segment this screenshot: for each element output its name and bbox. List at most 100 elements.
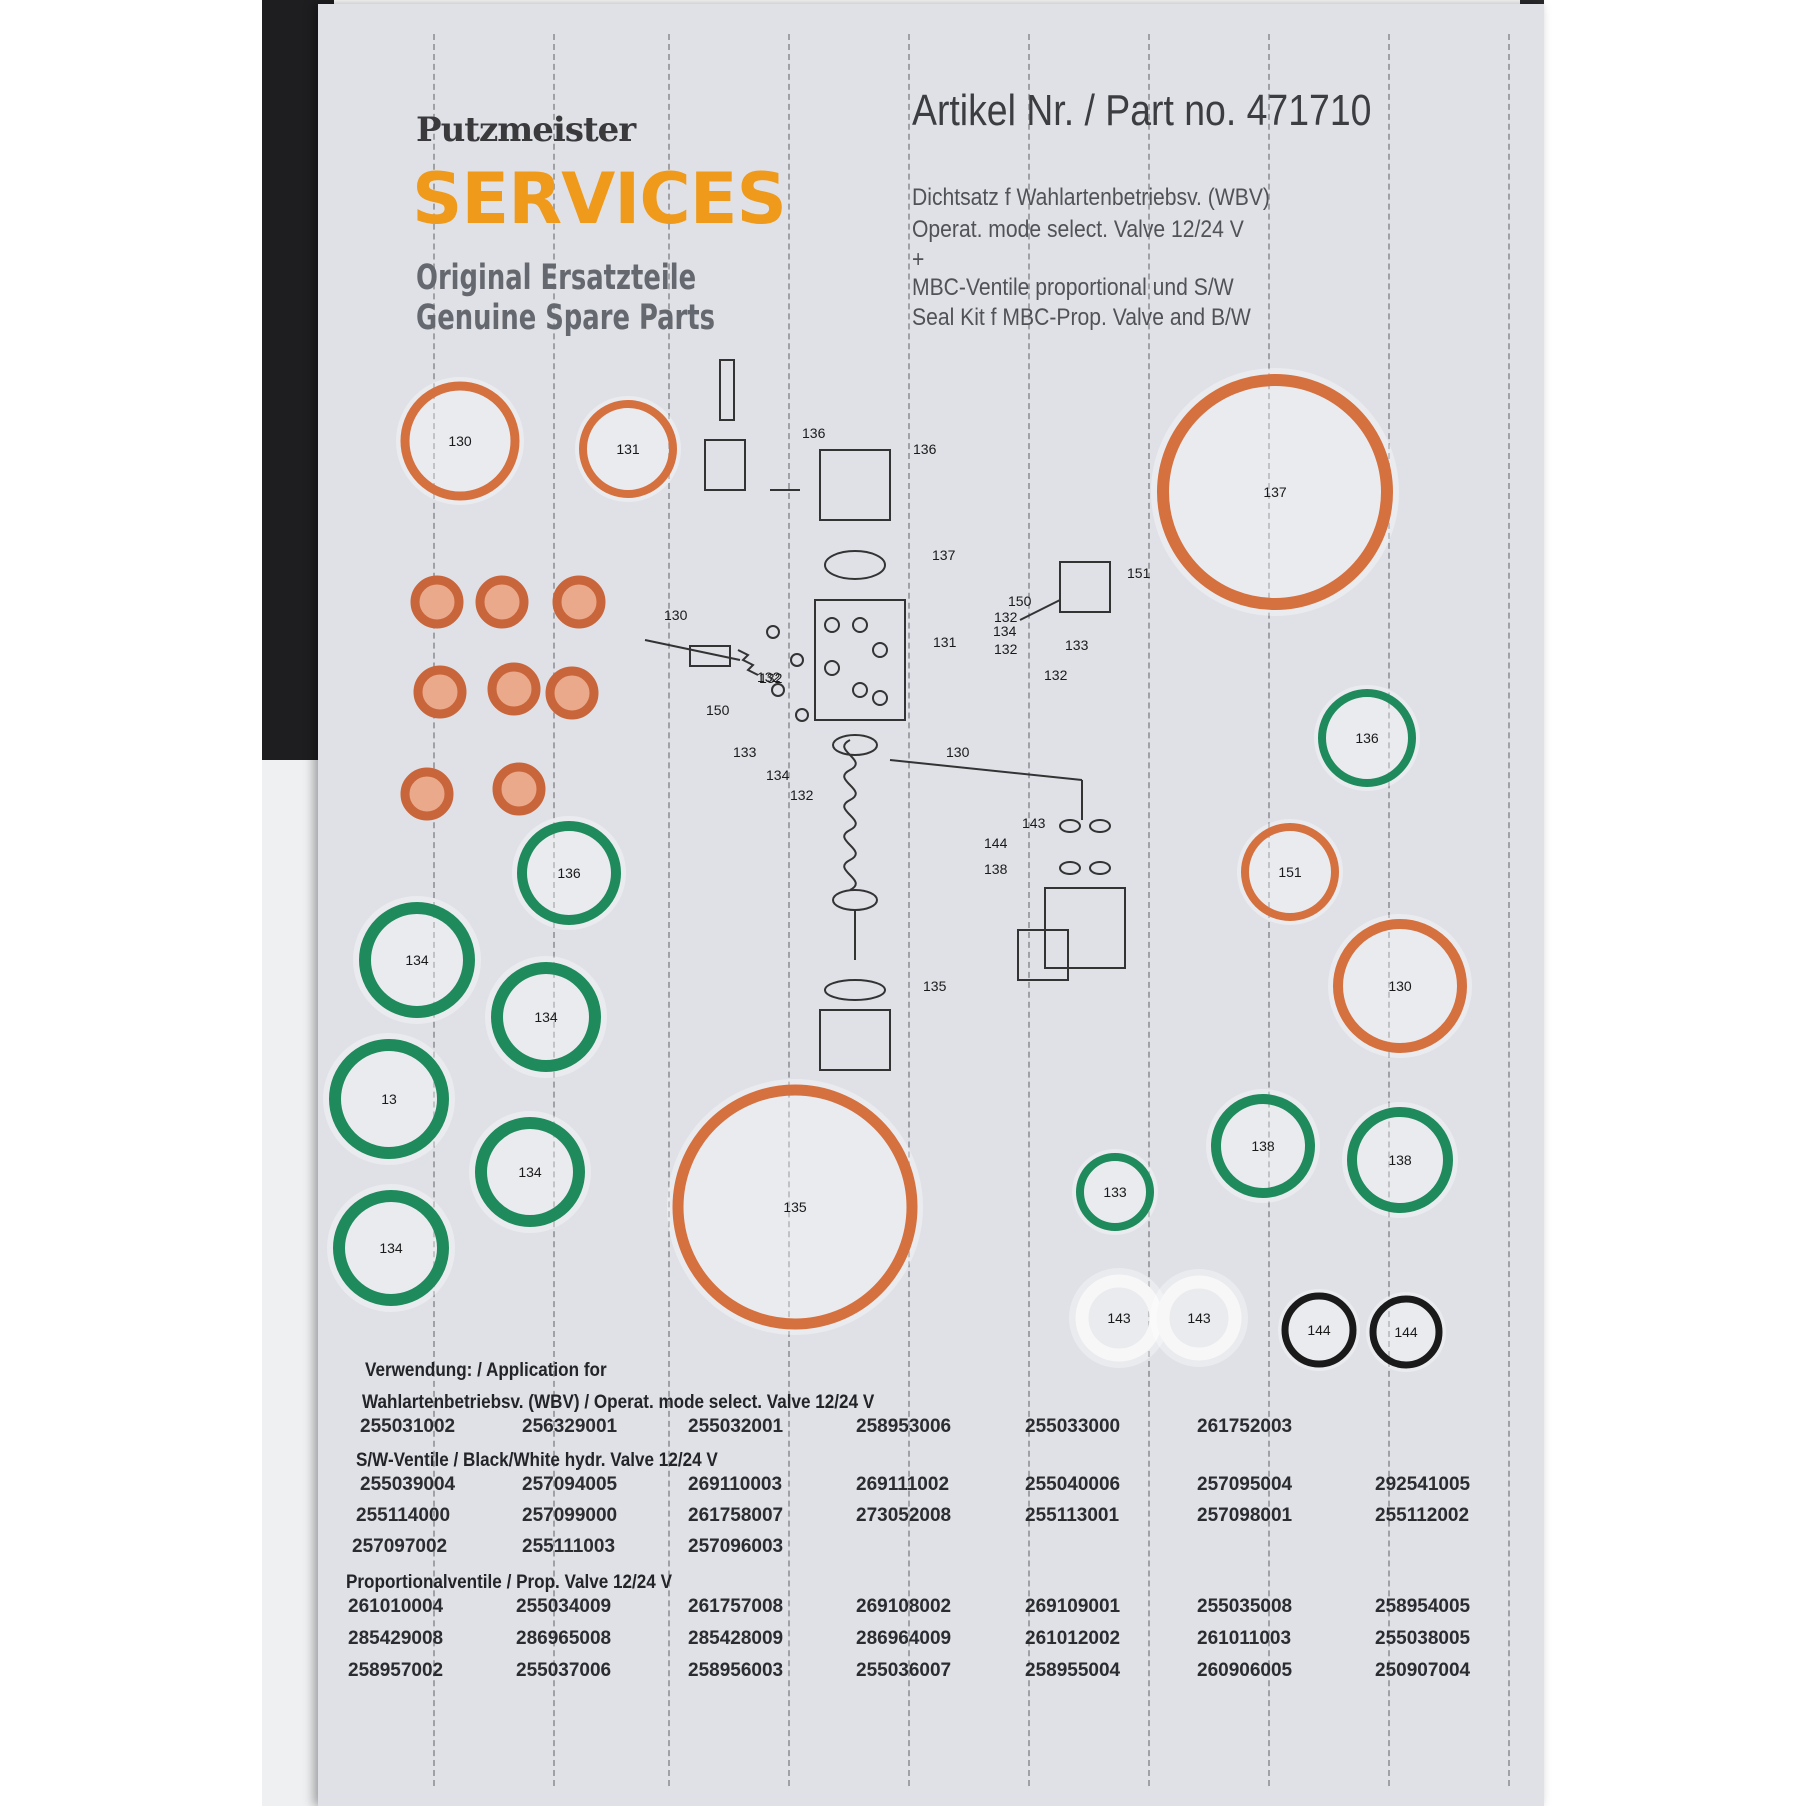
part-number-cell: 269108002 — [856, 1596, 952, 1617]
o-ring — [359, 902, 475, 1018]
blister-pocket — [1328, 914, 1472, 1058]
o-ring — [672, 1084, 918, 1330]
services-heading: SERVICES — [412, 158, 787, 240]
perforation-line — [1148, 34, 1150, 1786]
o-ring — [1369, 1295, 1443, 1369]
part-number-cell: 255032001 — [688, 1416, 784, 1437]
part-number-cell: 260906005 — [1197, 1660, 1293, 1681]
blister-pocket — [1342, 1102, 1458, 1218]
seal-ring-134: 134 — [353, 896, 481, 1024]
ring-label: 134 — [534, 1009, 558, 1025]
part-number-cell: 257098001 — [1197, 1505, 1293, 1526]
blister-pocket — [1206, 1089, 1320, 1203]
ring-label: 137 — [1263, 484, 1287, 500]
ring-label: 138 — [1251, 1138, 1275, 1154]
putzmeister-logo: Putzmeister — [416, 110, 636, 150]
part-number-cell: 255037006 — [516, 1660, 612, 1681]
o-ring — [1241, 823, 1339, 921]
diagram-callout-134: 134 — [766, 767, 790, 783]
o-ring — [329, 1039, 449, 1159]
o-ring — [475, 1117, 585, 1227]
diagram-callout-150: 150 — [706, 702, 730, 718]
ring-label: 13 — [381, 1091, 397, 1107]
part-number-cell: 285428009 — [688, 1628, 784, 1649]
blister-pocket — [396, 377, 524, 505]
part-number: Artikel Nr. / Part no. 471710 — [912, 86, 1372, 135]
diagram-callout-132: 132 — [1044, 667, 1068, 683]
seal-ring-133: 133 — [1072, 1149, 1158, 1235]
seal-ring-130: 130 — [396, 377, 524, 505]
diagram-callout-150: 150 — [1008, 593, 1032, 609]
tagline-german: Original Ersatzteile — [416, 258, 697, 298]
perforation-line — [1028, 34, 1030, 1786]
diagram-callout-132: 132 — [994, 641, 1018, 657]
perforation-line — [1388, 34, 1390, 1786]
diagram-callout-133: 133 — [733, 744, 757, 760]
part-number-cell: 255111003 — [522, 1536, 616, 1557]
part-number-cell: 255114000 — [356, 1505, 451, 1526]
part-number-cell: 261011003 — [1197, 1628, 1292, 1649]
description-line: Operat. mode select. Valve 12/24 V — [912, 216, 1244, 243]
o-ring — [1318, 689, 1416, 787]
blister-pocket — [512, 816, 626, 930]
seal-ring-134: 134 — [469, 1111, 591, 1233]
perforation-line — [788, 34, 790, 1786]
part-number-cell: 286964009 — [856, 1628, 952, 1649]
seal-ring-138: 138 — [1206, 1089, 1320, 1203]
part-number-cell: 257097002 — [352, 1536, 448, 1557]
blister-pocket — [1151, 368, 1399, 616]
seal-ring-131: 131 — [575, 396, 681, 502]
part-number-cell: 255036007 — [856, 1660, 952, 1681]
sw-title: S/W-Ventile / Black/White hydr. Valve 12… — [356, 1450, 718, 1471]
ring-label: 130 — [1388, 978, 1412, 994]
part-number-cell: 258956003 — [688, 1660, 784, 1681]
part-number-cell: 255033000 — [1025, 1416, 1121, 1437]
seal-ring-134: 134 — [485, 956, 607, 1078]
part-number-cell: 257099000 — [522, 1505, 618, 1526]
diagram-callout-137: 137 — [932, 547, 956, 563]
prop-title: Proportionalventile / Prop. Valve 12/24 … — [346, 1572, 672, 1593]
part-number-cell: 255113001 — [1025, 1505, 1120, 1526]
part-number-cell: 256329001 — [522, 1416, 618, 1437]
blister-pocket — [1278, 1289, 1360, 1371]
o-ring — [1211, 1094, 1315, 1198]
part-number-cell: 269111002 — [856, 1474, 950, 1495]
ring-label: 138 — [1388, 1152, 1412, 1168]
part-number-cell: 255112002 — [1375, 1505, 1470, 1526]
small-copper-washers — [400, 575, 606, 821]
o-ring — [1347, 1107, 1453, 1213]
o-ring — [1157, 374, 1393, 610]
part-number-cell: 261752003 — [1197, 1416, 1293, 1437]
seal-ring-144: 144 — [1278, 1289, 1360, 1371]
o-ring — [1333, 919, 1467, 1053]
part-number-cell: 269109001 — [1025, 1596, 1121, 1617]
perforation-line — [1508, 34, 1510, 1786]
diagram-callout-136: 136 — [802, 425, 826, 441]
diagram-callout-131: 131 — [933, 634, 957, 650]
seal-ring-137: 137 — [1151, 368, 1399, 616]
part-number-cell: 255031002 — [360, 1416, 456, 1437]
seal-ring-144: 144 — [1366, 1292, 1446, 1372]
diagram-callout-132: 132 — [759, 670, 783, 686]
part-number-cell: 255039004 — [360, 1474, 456, 1495]
exploded-valve-diagram — [644, 359, 1126, 1071]
part-number-cell: 285429008 — [348, 1628, 444, 1649]
diagram-callout-134: 134 — [993, 623, 1017, 639]
seal-ring-138: 138 — [1342, 1102, 1458, 1218]
part-number-cell: 255034009 — [516, 1596, 612, 1617]
diagram-callout-143: 143 — [1022, 815, 1046, 831]
part-number-cell: 261012002 — [1025, 1628, 1121, 1649]
diagram-callout-130: 130 — [664, 607, 688, 623]
blister-pocket — [1072, 1149, 1158, 1235]
seal-ring-143: 143 — [1069, 1268, 1169, 1368]
seal-ring-136: 136 — [1314, 685, 1420, 791]
part-number-cell: 250907004 — [1375, 1660, 1471, 1681]
diagram-callout-133: 133 — [1065, 637, 1089, 653]
part-number-cell: 257096003 — [688, 1536, 784, 1557]
part-number-cell: 255038005 — [1375, 1628, 1471, 1649]
o-ring — [400, 381, 520, 501]
o-ring — [517, 821, 621, 925]
